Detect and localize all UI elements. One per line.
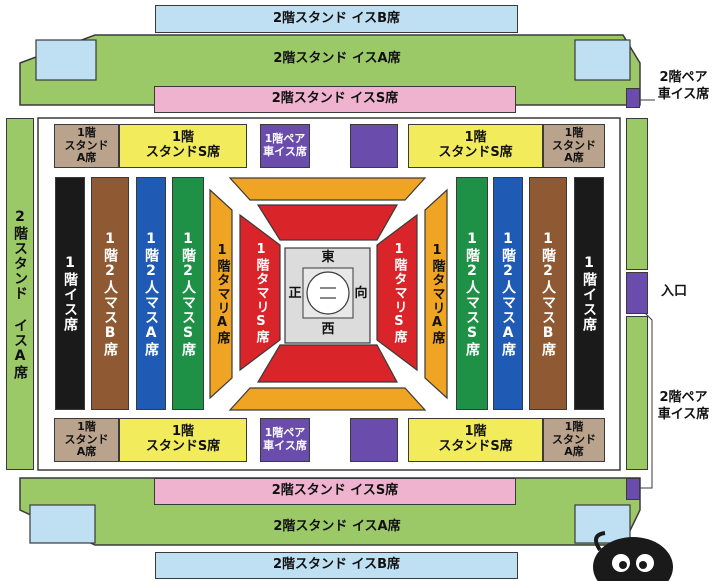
- pair-connector-bottom: [640, 309, 653, 489]
- dohyo-ring: [306, 271, 350, 315]
- dohyo-direction-south: 向: [354, 286, 368, 301]
- box-a-left: 1階2人マスA席: [136, 177, 166, 410]
- stand-2f-a-right-upper: [626, 118, 648, 270]
- stand-1f-a-bottom-right: 1階 スタンド A席: [543, 418, 605, 462]
- upper-stand-b-left-bottom: [29, 504, 96, 544]
- tamari-s-top: [256, 204, 399, 241]
- box-a-right: 1階2人マスA席: [493, 177, 523, 410]
- tamari-a-bottom: [228, 387, 427, 411]
- upper-stand-b-left-top: [35, 39, 97, 81]
- pair-1f-bottom-right: [350, 418, 398, 462]
- pair-2f-bottom-seat: [626, 478, 640, 500]
- upper-stand-b-right-top: [574, 39, 631, 81]
- tamari-s-left-label: 1階タマリS席: [253, 241, 269, 344]
- tamari-a-top: [228, 177, 427, 201]
- dohyo-direction-west: 西: [321, 322, 335, 337]
- stand-1f-a-top-right: 1階 スタンド A席: [543, 124, 605, 168]
- stand-2f-s-top: 2階スタンド イスS席: [154, 86, 516, 113]
- pair-1f-bottom-left: 1階ペア 車イス席: [260, 418, 310, 462]
- stand-1f-s-bottom-left: 1階 スタンドS席: [119, 418, 247, 462]
- dohyo-direction-north: 正: [288, 286, 302, 301]
- tamari-a-right: [424, 188, 448, 400]
- mascot-illustration: [593, 531, 673, 581]
- stand-2f-a-left: 2階スタンド イスA席: [6, 118, 34, 470]
- tamari-s-right-label: 1階タマリS席: [391, 241, 407, 344]
- tamari-s-bottom: [256, 344, 399, 383]
- stand-1f-s-bottom-right: 1階 スタンドS席: [408, 418, 543, 462]
- stand-1f-a-bottom-left: 1階 スタンド A席: [54, 418, 119, 462]
- pair-1f-top-left: 1階ペア 車イス席: [260, 124, 310, 168]
- tamari-a-left-label: 1階タマリA席: [214, 243, 230, 345]
- pair-1f-top-right: [350, 124, 398, 168]
- entrance-label: 入口: [660, 284, 687, 299]
- chair-1f-left: 1階イス席: [55, 177, 85, 410]
- upper-stand-b-right-bottom: [574, 504, 631, 544]
- box-s-left: 1階2人マスS席: [172, 177, 204, 410]
- dohyo-direction-east: 東: [321, 250, 335, 265]
- stand-1f-s-top-right: 1階 スタンドS席: [408, 124, 543, 168]
- tamari-a-left: [209, 188, 233, 400]
- box-b-left: 1階2人マスB席: [91, 177, 129, 410]
- stand-1f-s-top-left: 1階 スタンドS席: [119, 124, 247, 168]
- stand-2f-s-bottom: 2階スタンド イスS席: [154, 478, 516, 505]
- tamari-s-left: [239, 213, 281, 372]
- stand-2f-b-top: 2階スタンド イスB席: [155, 5, 518, 33]
- tamari-s-right: [376, 213, 418, 372]
- pair-2f-bottom-label: 2階ペア 車イス席: [657, 390, 710, 422]
- box-s-right: 1階2人マスS席: [456, 177, 488, 410]
- pair-2f-top-seat: [626, 88, 640, 108]
- stand-2f-b-bottom: 2階スタンド イスB席: [155, 552, 518, 579]
- entrance-marker: [626, 272, 648, 314]
- box-b-right: 1階2人マスB席: [529, 177, 567, 410]
- stand-1f-a-top-left: 1階 スタンド A席: [54, 124, 119, 168]
- chair-1f-right: 1階イス席: [574, 177, 604, 410]
- pair-2f-top-label: 2階ペア 車イス席: [657, 70, 710, 102]
- stand-2f-a-top-label: 2階スタンド イスA席: [273, 50, 401, 66]
- stand-2f-a-bottom-label: 2階スタンド イスA席: [273, 518, 401, 534]
- tamari-a-right-label: 1階タマリA席: [429, 243, 445, 345]
- stand-2f-a-right-lower: [626, 316, 648, 470]
